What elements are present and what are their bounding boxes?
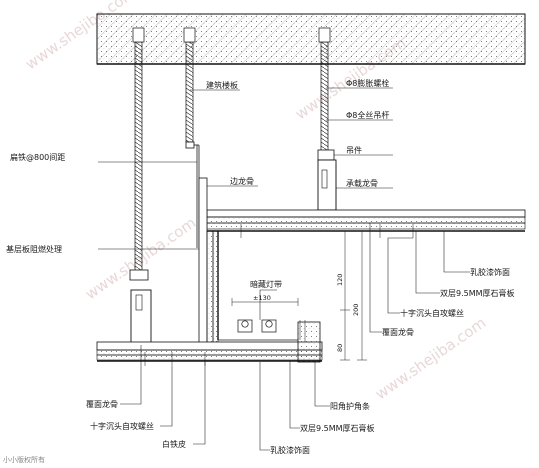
label-cross-screw-left: 十字沉头自攻螺丝 — [90, 421, 154, 431]
threaded-rods — [132, 27, 331, 273]
drop-wall — [198, 177, 219, 349]
label-flat-iron: 扁铁@800间距 — [10, 152, 65, 162]
dim-light-offset: ±130 — [253, 294, 271, 302]
label-double-gypsum-bottom: 双层9.5MM厚石膏板 — [300, 423, 375, 433]
dimension-lines — [231, 230, 367, 361]
label-fireproof-base: 基层板阻燃处理 — [6, 244, 62, 254]
lower-hanger — [129, 269, 152, 346]
label-latex-paint-right: 乳胶漆饰面 — [470, 267, 510, 277]
dim-80: 80 — [336, 344, 344, 352]
label-corner-bead: 阳角护角条 — [330, 401, 370, 411]
label-double-gypsum-right: 双层9.5MM厚石膏板 — [440, 288, 515, 298]
label-white-iron: 白铁皮 — [162, 439, 186, 449]
label-cross-screw-right: 十字沉头自攻螺丝 — [400, 308, 464, 318]
screws — [144, 224, 414, 366]
light-trough — [218, 319, 321, 363]
label-hanger: 吊件 — [346, 145, 362, 155]
label-hidden-light: 暗藏灯带 — [250, 279, 282, 289]
label-edge-keel: 边龙骨 — [230, 176, 254, 186]
upper-ceiling-board — [206, 209, 526, 232]
copyright-footer: 小小版权所有 — [3, 456, 45, 464]
label-expansion-bolt: Φ8膨胀螺栓 — [346, 78, 389, 88]
floor-slab — [96, 13, 526, 65]
lower-ceiling-board — [96, 341, 323, 362]
label-cover-keel-left: 覆面龙骨 — [86, 399, 118, 409]
dim-120: 120 — [336, 274, 344, 286]
hanger-assembly — [317, 149, 337, 211]
leader-lines — [98, 87, 470, 451]
label-main-keel: 承载龙骨 — [346, 178, 378, 188]
label-threaded-rod: Φ8全丝吊杆 — [346, 110, 389, 120]
label-latex-paint-bottom: 乳胶漆饰面 — [270, 445, 310, 455]
dim-200: 200 — [352, 304, 360, 316]
label-floor-slab: 建筑楼板 — [206, 80, 238, 90]
label-cover-keel-right: 覆面龙骨 — [382, 327, 414, 337]
